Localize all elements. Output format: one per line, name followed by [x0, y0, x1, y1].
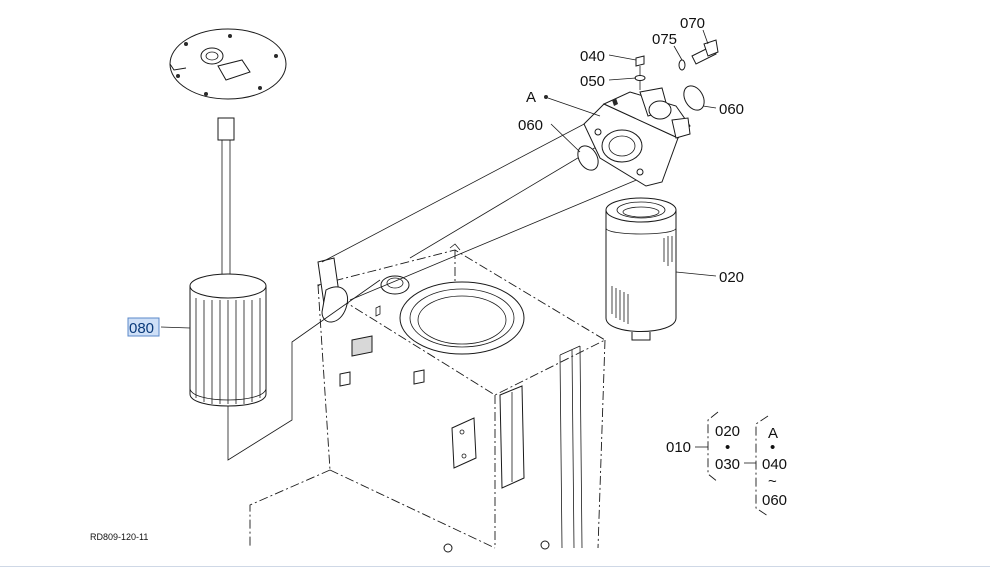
key-dot-2: • [770, 439, 775, 456]
callout-075: 075 [652, 31, 677, 48]
callout-040: 040 [580, 48, 605, 65]
callout-080[interactable]: 080 [129, 320, 154, 337]
hydraulic-tank [249, 243, 606, 553]
bolt-040 [634, 55, 646, 90]
key-010: 010 [666, 439, 691, 456]
key-040: 040 [762, 456, 787, 473]
callout-A: A [526, 89, 536, 106]
assembly-key: 010 020 • 030 A • 040 ~ 060 [666, 411, 787, 517]
filter-cartridge-020 [605, 197, 677, 341]
key-tilde: ~ [768, 473, 777, 490]
key-060: 060 [762, 492, 787, 509]
cartridge-hatching [611, 236, 673, 324]
callout-070: 070 [680, 15, 705, 32]
suction-strainer-080 [189, 117, 267, 407]
callout-080-highlight[interactable]: 080 [127, 317, 160, 337]
filter-head [583, 87, 691, 187]
reference-code: RD809-120-11 [90, 532, 148, 542]
tank-cover-plate [169, 28, 287, 100]
key-bracket-right [755, 415, 769, 517]
o-ring-060-left [577, 145, 599, 171]
key-dot: • [725, 439, 730, 456]
callout-060-right: 060 [719, 101, 744, 118]
callout-leaders [160, 29, 717, 329]
bottom-divider [0, 566, 990, 567]
key-020: 020 [715, 423, 740, 440]
key-A: A [768, 425, 778, 442]
o-ring-060-right [683, 85, 705, 111]
callout-020: 020 [719, 269, 744, 286]
callout-050: 050 [580, 73, 605, 90]
callout-060-left: 060 [518, 117, 543, 134]
key-bracket-left [707, 411, 719, 483]
key-030: 030 [715, 456, 740, 473]
assembly-guide-lines [227, 121, 647, 461]
valve-070 [678, 39, 719, 71]
